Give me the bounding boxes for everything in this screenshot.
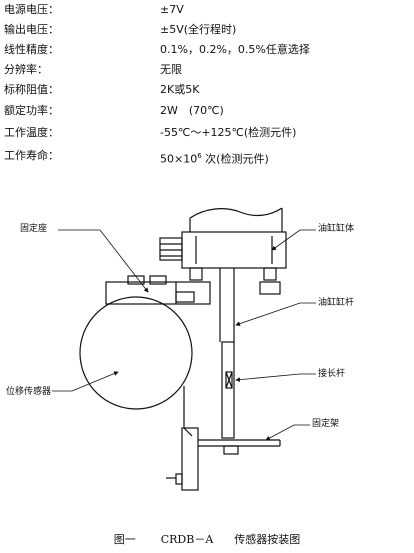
extension-rod: [221, 341, 235, 439]
displacement-sensor: [79, 296, 193, 410]
spec-value: ±5V(全行程时): [160, 23, 237, 36]
spec-row-resolution: 分辨率： 无限: [0, 60, 414, 80]
spec-row-resistance: 标称阻值： 2K或5K: [0, 80, 414, 100]
fixed-frame-upright: [181, 427, 199, 491]
leader-displacement-sensor: [52, 371, 119, 392]
flange-bolt: [189, 267, 203, 281]
spec-value-prefix: 50×10: [160, 152, 198, 166]
fixed-seat-bolt: [127, 275, 145, 285]
spec-value: ±7V: [160, 3, 184, 16]
spec-value: 无限: [160, 63, 182, 76]
spec-value: 2K或5K: [160, 83, 200, 96]
callout-fixed-seat: 固定座: [20, 222, 47, 234]
spec-row-service-life: 工作寿命： 50×106 次(检测元件): [0, 146, 414, 166]
callout-fixed-frame: 固定架: [312, 417, 339, 429]
spec-label: 标称阻值：: [4, 83, 59, 96]
spec-row-output-voltage: 输出电压： ±5V(全行程时): [0, 20, 414, 40]
extension-rod-coupling: [225, 371, 233, 389]
callout-cylinder-rod: 油缸缸杆: [318, 296, 354, 308]
sensor-cable: [183, 427, 193, 437]
figure-caption: 图一 CRDB－A 传感器按装图: [0, 531, 414, 547]
spec-value: 0.1%，0.2%，0.5%任意选择: [160, 43, 310, 56]
spec-value: 2W (70℃): [160, 104, 224, 117]
fixed-seat-bolt: [149, 275, 167, 285]
flange-bolt: [263, 267, 277, 281]
callout-extension-rod: 接长杆: [318, 367, 345, 379]
spec-label: 线性精度：: [4, 43, 59, 56]
spec-label: 额定功率：: [4, 104, 59, 117]
figure-number: 图一: [113, 533, 136, 546]
figure-model: CRDB－A: [160, 533, 214, 546]
leader-extension-rod: [235, 373, 316, 383]
spec-value: -55℃～+125℃(检测元件): [160, 126, 297, 139]
callout-displacement-sensor: 位移传感器: [6, 385, 51, 397]
spec-label: 输出电压：: [4, 23, 59, 36]
cylinder-break-line: [189, 207, 283, 219]
cylinder-flange: [181, 231, 287, 269]
spec-label: 工作寿命：: [4, 149, 59, 162]
extension-rod-coupling-mark: [225, 371, 233, 389]
spec-label: 分辨率：: [4, 63, 48, 76]
leader-fixed-frame: [265, 424, 310, 441]
fixed-seat-clamp: [175, 291, 195, 303]
spec-row-supply-voltage: 电源电压： ±7V: [0, 0, 414, 20]
callout-cylinder-body: 油缸缸体: [318, 222, 354, 234]
spec-value-exponent: 6: [197, 152, 202, 160]
fixed-seat: [105, 281, 211, 305]
figure-title: 传感器按装图: [234, 533, 301, 546]
fixed-frame-screw: [175, 473, 183, 485]
fixed-frame-nut: [223, 445, 239, 455]
spec-row-linearity: 线性精度： 0.1%，0.2%，0.5%任意选择: [0, 40, 414, 60]
spec-value-suffix: 次(检测元件): [201, 152, 269, 166]
leader-cylinder-body: [271, 229, 316, 251]
spec-row-operating-temperature: 工作温度： -55℃～+125℃(检测元件): [0, 123, 414, 143]
spec-label: 工作温度：: [4, 126, 59, 139]
leader-fixed-seat: [58, 229, 149, 293]
spec-label: 电源电压：: [4, 3, 59, 16]
spec-row-rated-power: 额定功率： 2W (70℃): [0, 101, 414, 121]
spec-value: 50×106 次(检测元件): [160, 146, 269, 170]
cylinder-side-fitting: [159, 237, 183, 261]
leader-cylinder-rod: [235, 302, 316, 326]
flange-nut: [259, 281, 281, 295]
